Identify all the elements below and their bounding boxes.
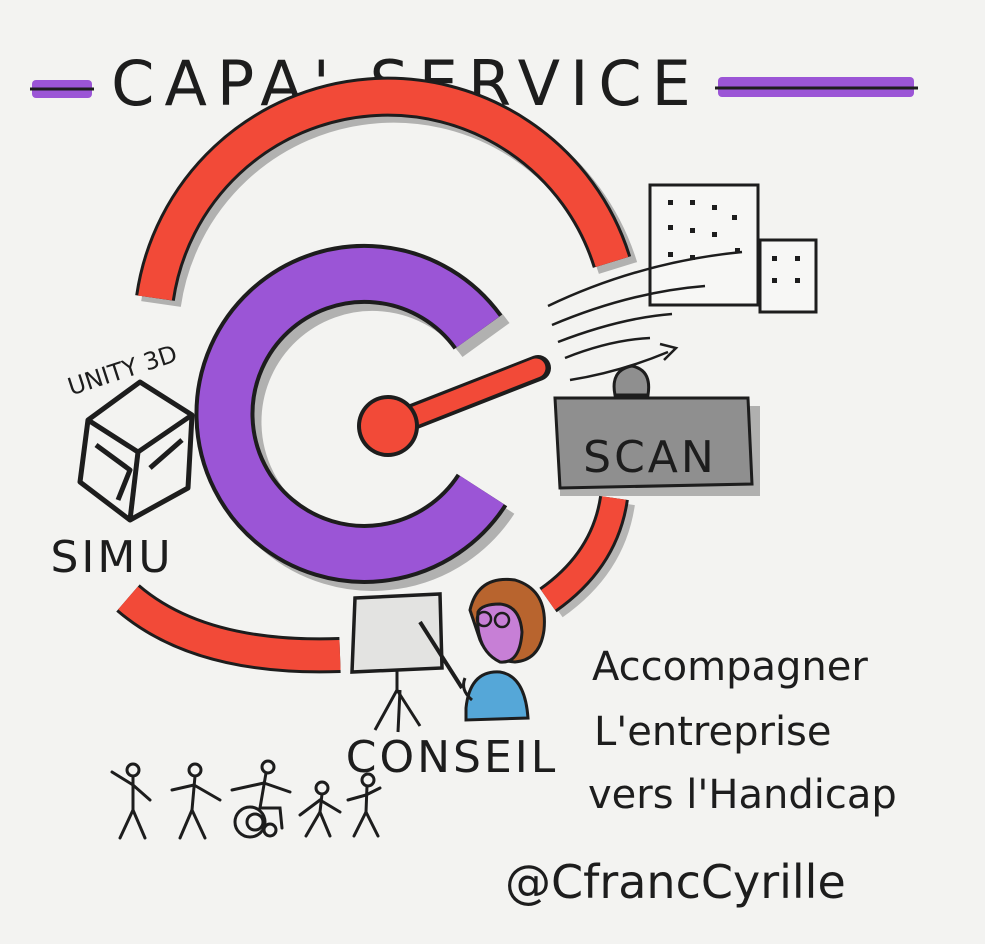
outer-arc-bottom-left <box>116 584 341 674</box>
presenter-icon <box>418 577 546 722</box>
buildings-icon <box>648 183 818 314</box>
title-bar-left <box>30 80 94 98</box>
scan-waves <box>547 250 743 382</box>
tagline-line-1: Accompagner <box>592 644 868 690</box>
unity-cube-icon <box>77 379 195 523</box>
scan-label: SCAN <box>583 432 717 483</box>
outer-arc-top <box>135 76 638 307</box>
conseil-label: CONSEIL <box>346 732 559 783</box>
simu-label: SIMU <box>50 532 173 583</box>
tagline-line-2: L'entreprise <box>594 709 832 755</box>
red-needle <box>357 355 551 457</box>
easel-icon <box>350 592 444 733</box>
tagline-line-3: vers l'Handicap <box>588 772 897 818</box>
author-handle: @CfrancCyrille <box>505 855 846 909</box>
scanner-icon <box>553 364 760 496</box>
inner-purple-c <box>194 243 515 591</box>
stick-figures-icon <box>110 759 382 840</box>
title-bar-right <box>715 77 918 97</box>
outer-arc-bottom-right <box>539 495 635 618</box>
